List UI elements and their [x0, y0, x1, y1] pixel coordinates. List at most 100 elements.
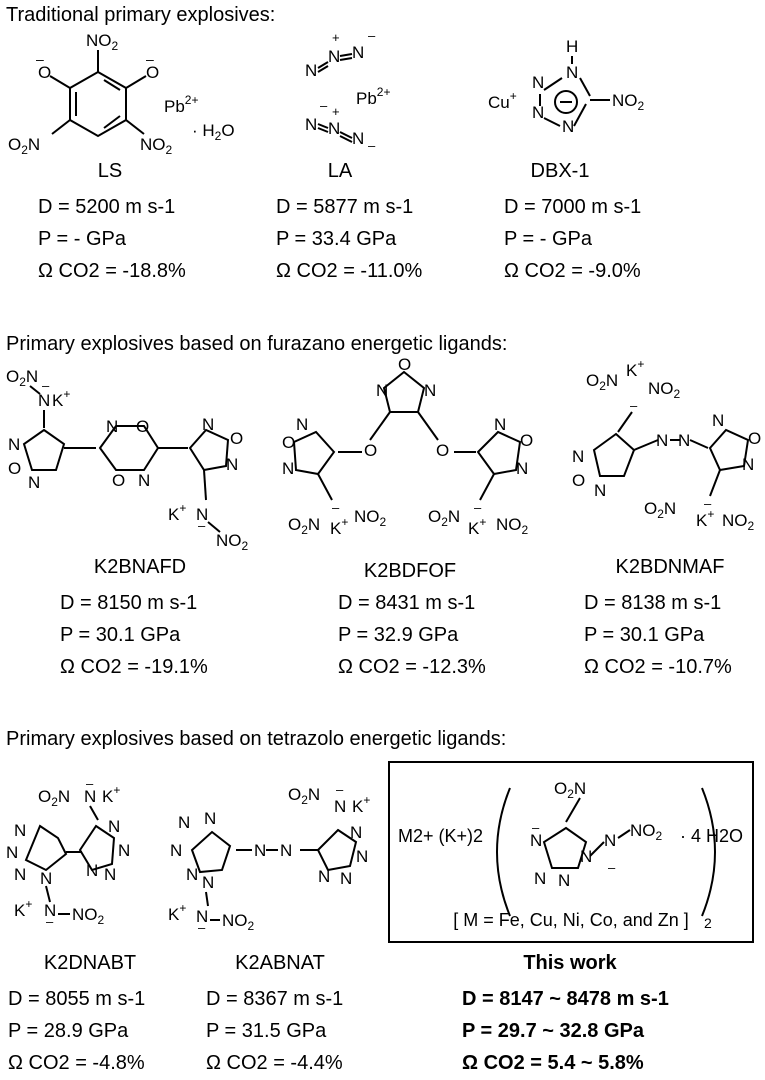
svg-text:O: O — [364, 441, 377, 460]
svg-text:O: O — [38, 63, 51, 82]
svg-text:N: N — [678, 431, 690, 450]
k2abnat-structure: O2N N K+ – N N N N N N N N N N N K+ N – … — [168, 782, 370, 935]
svg-text:NO2: NO2 — [140, 135, 173, 157]
svg-text:O: O — [748, 429, 761, 448]
svg-text:N: N — [318, 867, 330, 886]
svg-text:N: N — [14, 865, 26, 884]
svg-text:O2N: O2N — [288, 515, 320, 537]
k2bdfof-structure: O N N O O N O N N O N – – O2N K+ NO2 O2N… — [282, 355, 533, 538]
svg-text:–: – — [704, 496, 712, 511]
svg-text:N: N — [328, 119, 340, 138]
svg-text:–: – — [474, 500, 482, 515]
svg-text:N: N — [424, 381, 436, 400]
pressure-k2bdnmaf: P = 30.1 GPa — [584, 624, 705, 646]
oxygen-balance-k2bnafd: Ω CO2 = -19.1% — [60, 656, 208, 678]
svg-text:N: N — [566, 63, 578, 82]
detonation-velocity-dbx1: D = 7000 m s-1 — [504, 196, 642, 218]
svg-text:–: – — [630, 398, 638, 413]
svg-text:N: N — [40, 869, 52, 888]
svg-text:K+: K+ — [330, 515, 348, 538]
oxygen-balance-la: Ω CO2 = -11.0% — [276, 260, 423, 282]
compound-name-k2abnat: K2ABNAT — [235, 952, 325, 974]
k2dnabt-structure: O2N N K+ – N N N N N N N N K+ N – NO2 — [6, 776, 130, 929]
detonation-velocity-la: D = 5877 m s-1 — [276, 196, 414, 218]
svg-text:O: O — [436, 441, 449, 460]
svg-text:O: O — [282, 433, 295, 452]
svg-text:NO2: NO2 — [222, 911, 255, 933]
svg-text:O: O — [146, 63, 159, 82]
svg-text:–: – — [368, 138, 376, 153]
svg-text:O2N: O2N — [38, 787, 70, 809]
svg-text:N: N — [196, 505, 208, 524]
pressure-dbx1: P = - GPa — [504, 228, 593, 250]
svg-text:N: N — [742, 455, 754, 474]
svg-text:N: N — [530, 831, 542, 850]
svg-text:N: N — [534, 869, 546, 888]
svg-text:N: N — [204, 809, 216, 828]
svg-text:N: N — [604, 831, 616, 850]
compound-name-ls: LS — [97, 160, 123, 182]
svg-text:Pb2+: Pb2+ — [164, 93, 198, 116]
oxygen-balance-this-work: Ω CO2 = 5.4 ~ 5.8% — [462, 1052, 644, 1074]
svg-text:N: N — [516, 459, 528, 478]
svg-text:K+: K+ — [52, 387, 70, 410]
svg-text:N: N — [84, 787, 96, 806]
svg-text:· H2O: · H2O — [192, 121, 235, 143]
svg-text:NO2: NO2 — [72, 905, 105, 927]
svg-text:N: N — [282, 459, 294, 478]
dbx1-structure: H N N N N Cu+ NO2 — [488, 37, 645, 136]
svg-text:N: N — [106, 417, 118, 436]
svg-text:N: N — [196, 907, 208, 926]
svg-text:N: N — [494, 415, 506, 434]
compound-name-dbx1: DBX-1 — [530, 160, 590, 182]
svg-text:O2N: O2N — [644, 499, 676, 521]
svg-text:2: 2 — [704, 915, 712, 931]
svg-text:–: – — [368, 28, 376, 43]
detonation-velocity-k2bdnmaf: D = 8138 m s-1 — [584, 592, 722, 614]
svg-text:N: N — [108, 817, 120, 836]
svg-text:–: – — [36, 51, 44, 67]
compound-name-k2bnafd: K2BNAFD — [93, 556, 187, 578]
ls-structure: NO2 O – O – Pb2+ · H2O O2N NO2 — [8, 31, 235, 157]
svg-text:N: N — [254, 841, 266, 860]
svg-text:–: – — [86, 776, 94, 791]
detonation-velocity-ls: D = 5200 m s-1 — [38, 196, 176, 218]
oxygen-balance-k2dnabt: Ω CO2 = -4.8% — [8, 1052, 145, 1074]
svg-text:NO2: NO2 — [630, 821, 663, 843]
svg-text:O: O — [398, 355, 411, 374]
svg-text:N: N — [86, 861, 98, 880]
pressure-k2dnabt: P = 28.9 GPa — [8, 1020, 129, 1042]
svg-text:N: N — [170, 841, 182, 860]
svg-text:Cu+: Cu+ — [488, 89, 517, 112]
k2bnafd-structure: O2N N K+ – N O N N O O N N O N K+ N – NO… — [6, 367, 249, 553]
svg-text:N: N — [186, 865, 198, 884]
svg-text:N: N — [356, 847, 368, 866]
svg-text:NO2: NO2 — [216, 531, 249, 553]
svg-text:O: O — [230, 429, 243, 448]
svg-text:K+: K+ — [696, 507, 714, 530]
svg-text:–: – — [146, 51, 154, 67]
svg-text:N: N — [305, 115, 317, 134]
compound-name-k2bdnmaf: K2BDNMAF — [615, 556, 725, 578]
svg-text:N: N — [334, 797, 346, 816]
svg-text:O: O — [520, 431, 533, 450]
this-work-structure: O2N N N N N – N – NO2 2 — [496, 779, 716, 931]
oxygen-balance-ls: Ω CO2 = -18.8% — [38, 260, 186, 282]
svg-text:–: – — [532, 820, 540, 835]
svg-text:N: N — [14, 821, 26, 840]
oxygen-balance-k2bdnmaf: Ω CO2 = -10.7% — [584, 656, 732, 678]
svg-text:K+: K+ — [14, 897, 32, 920]
svg-text:N: N — [572, 447, 584, 466]
svg-text:–: – — [198, 518, 206, 533]
svg-text:O: O — [8, 459, 21, 478]
svg-text:N: N — [44, 901, 56, 920]
svg-text:NO2: NO2 — [354, 507, 387, 529]
svg-text:N: N — [28, 473, 40, 492]
pressure-k2bdfof: P = 32.9 GPa — [338, 624, 459, 646]
box-formula-left: M2+ (K+)2 — [398, 826, 484, 846]
svg-text:N: N — [6, 843, 18, 862]
svg-text:N: N — [594, 481, 606, 500]
oxygen-balance-k2abnat: Ω CO2 = -4.4% — [206, 1052, 343, 1074]
pressure-this-work: P = 29.7 ~ 32.8 GPa — [462, 1020, 644, 1042]
svg-text:O2N: O2N — [586, 371, 618, 393]
